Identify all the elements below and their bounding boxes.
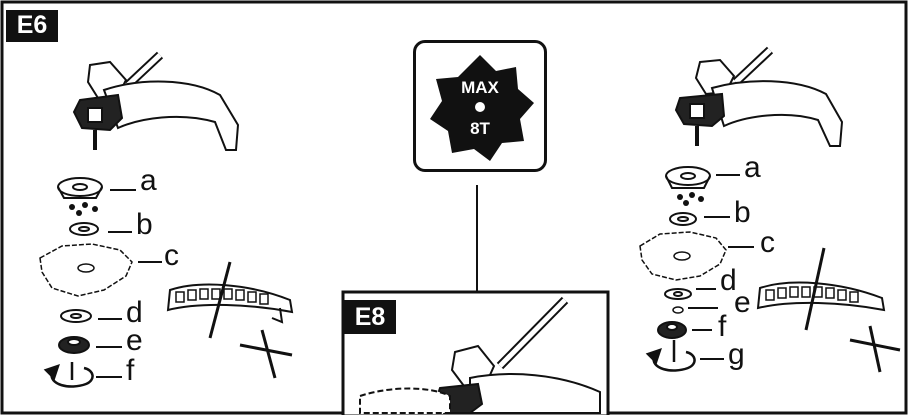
e7-leader-g bbox=[700, 358, 724, 360]
e6-part-b bbox=[69, 222, 99, 236]
e7-leader-c bbox=[728, 246, 754, 248]
e6-part-a bbox=[57, 177, 103, 199]
e7-part-d bbox=[664, 288, 692, 300]
e6-leader-d bbox=[98, 318, 122, 320]
blade-icon-box: MAX 8T bbox=[413, 40, 547, 172]
e7-part-e bbox=[672, 306, 684, 314]
e8-drawing bbox=[359, 296, 601, 414]
e6-screws bbox=[69, 202, 98, 216]
e6-label-d: d bbox=[126, 296, 143, 329]
e7-label-c: c bbox=[760, 226, 775, 259]
e6-label-a: a bbox=[140, 164, 157, 197]
e7-label-g: g bbox=[728, 338, 745, 371]
e7-label-a: a bbox=[744, 151, 761, 184]
e7-label-f: f bbox=[718, 310, 727, 343]
e7-part-g bbox=[645, 340, 696, 372]
e7-leader-a bbox=[716, 174, 740, 176]
e6-leader-c bbox=[138, 261, 162, 263]
e8-badge: E8 bbox=[344, 300, 396, 334]
e6-label-b: b bbox=[136, 208, 153, 241]
e7-label-e: e bbox=[734, 286, 751, 319]
e7-part-f bbox=[657, 321, 687, 339]
e7-part-a bbox=[665, 166, 711, 189]
e7-part-b bbox=[669, 212, 697, 226]
e7-screws bbox=[677, 192, 704, 206]
e6-leader-a bbox=[110, 189, 136, 191]
e7-trimmer-head bbox=[674, 46, 844, 147]
e6-part-f bbox=[43, 362, 94, 388]
e6-label-c: c bbox=[164, 239, 179, 272]
e7-leader-e bbox=[688, 307, 718, 309]
e6-leader-f bbox=[96, 376, 122, 378]
e7-label-d: d bbox=[720, 264, 737, 297]
e7-label-b: b bbox=[734, 196, 751, 229]
e6-badge: E6 bbox=[6, 10, 58, 42]
blade-icon-line1: MAX bbox=[461, 78, 499, 97]
e7-leader-f bbox=[692, 329, 712, 331]
e6-label-f: f bbox=[126, 354, 135, 387]
e6-cutting-view bbox=[166, 261, 294, 379]
e6-trimmer-head bbox=[72, 51, 240, 151]
e6-label-e: e bbox=[126, 324, 143, 357]
e6-leader-e bbox=[96, 346, 122, 348]
e7-part-c bbox=[639, 231, 727, 281]
saw-blade-icon bbox=[430, 55, 534, 161]
blade-icon-line2: 8T bbox=[470, 119, 490, 138]
e7-leader-b bbox=[704, 216, 730, 218]
e7-leader-d bbox=[696, 288, 716, 290]
e6-part-d bbox=[60, 309, 92, 323]
e7-cutting-view bbox=[756, 247, 901, 373]
blade-center-dot bbox=[475, 102, 485, 112]
e6-part-e bbox=[58, 336, 90, 354]
e6-leader-b bbox=[108, 231, 132, 233]
e6-part-c bbox=[39, 243, 133, 297]
